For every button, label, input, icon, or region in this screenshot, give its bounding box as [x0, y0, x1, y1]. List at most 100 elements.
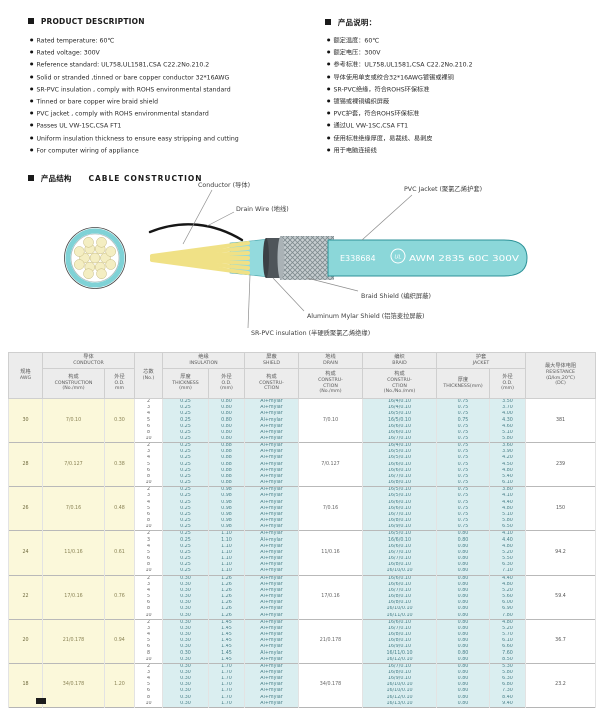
construction-title-en: CABLE CONSTRUCTION: [88, 174, 203, 183]
desc-cn-item: PVC护套，符合ROHS环保标准: [327, 108, 473, 120]
shield-construction-cell: Al+mylar: [244, 612, 299, 620]
shield-construction-cell: Al+mylar: [244, 587, 299, 594]
braid-construction-cell: 16/6/0.10: [362, 574, 437, 582]
mylar-shield-label: Aluminum Mylar Shield (铝箔麦拉屏蔽): [307, 311, 424, 320]
jacket-od-cell: 4.80: [488, 618, 527, 626]
col-header-jacket-thickness: 厚度 THICKNESS(mm): [436, 368, 490, 399]
shield-construction-cell: Al+mylar: [244, 638, 299, 645]
drain-construction-cell: 11/0.16: [298, 530, 363, 575]
insulation-od-cell: 1.26: [208, 612, 245, 620]
shield-construction-cell: Al+mylar: [244, 499, 299, 506]
awg-cell: 22: [8, 574, 43, 620]
cores-cell: 2: [134, 662, 163, 670]
insulation-thickness-cell: 0.30: [162, 662, 209, 670]
jacket-od-cell: 4.80: [488, 467, 527, 474]
jacket-od-cell: 5.70: [488, 631, 527, 639]
conductor-od-cell: 0.61: [104, 530, 135, 575]
conductor-label: Conductor (导体): [198, 180, 250, 189]
conductor-od-cell: 0.48: [104, 486, 135, 531]
braid-construction-cell: 16/13/0.10: [362, 700, 437, 708]
construction-title-cn: 产品结构: [40, 174, 72, 183]
cores-cell: 10: [134, 612, 163, 620]
product-description-title: PRODUCT DESCRIPTION: [40, 17, 145, 26]
shield-construction-cell: Al+mylar: [244, 411, 299, 418]
shield-construction-cell: Al+mylar: [244, 461, 299, 468]
jacket-print-awm-rating: AWM 2835 60C 300V: [409, 254, 520, 263]
col-header-ins-od: 外径 O.D. (mm): [208, 368, 245, 399]
awg-cell: 26: [8, 486, 43, 531]
shield-construction-cell: Al+mylar: [244, 644, 299, 651]
jacket-thickness-cell: 0.80: [436, 574, 490, 582]
insulation-thickness-cell: 0.25: [162, 398, 209, 406]
resistance-cell: 36.7: [525, 618, 597, 664]
conductor-od-cell: 0.38: [104, 442, 135, 487]
jacket-od-cell: 4.40: [488, 499, 527, 506]
jacket-od-cell: 6.00: [488, 600, 527, 607]
shield-construction-cell: Al+mylar: [244, 405, 299, 412]
insulation-thickness-cell: 0.25: [162, 486, 209, 494]
desc-cn-item: SR-PVC绝缘，符合ROHS环保标准: [327, 84, 473, 96]
jacket-thickness-cell: 0.75: [436, 480, 490, 487]
shield-construction-cell: Al+mylar: [244, 518, 299, 525]
ul-logo-text: UL: [394, 255, 401, 261]
jacket-thickness-cell: 0.80: [436, 662, 490, 670]
jacket-thickness-cell: 0.80: [436, 656, 490, 664]
insulation-thickness-cell: 0.25: [162, 436, 209, 443]
jacket-od-cell: 5.50: [488, 556, 527, 563]
shield-construction-cell: Al+mylar: [244, 694, 299, 701]
col-header-ins-thickness: 厚度 THICKNESS (mm): [162, 368, 209, 399]
braid-crosshatch: [280, 236, 334, 280]
shield-construction-cell: Al+mylar: [244, 662, 299, 670]
jacket-od-cell: 3.80: [488, 486, 527, 494]
jacket-od-cell: 6.80: [488, 682, 527, 689]
jacket-thickness-cell: 0.80: [436, 618, 490, 626]
shield-construction-cell: Al+mylar: [244, 700, 299, 708]
desc-cn-item: 镀锡或裸铜编织屏蔽: [327, 96, 473, 108]
jacket-thickness-cell: 0.80: [436, 568, 490, 575]
callout-lines: [182, 189, 413, 329]
insulation-thickness-cell: 0.30: [162, 574, 209, 582]
sr-pvc-insulation-label: SR-PVC insulation (半硬质聚氯乙烯绝缘): [251, 328, 370, 337]
shield-construction-cell: Al+mylar: [244, 436, 299, 443]
conductor-od-cell: 0.30: [104, 397, 135, 443]
shield-construction-cell: Al+mylar: [244, 581, 299, 588]
jacket-od-cell: 4.20: [488, 455, 527, 462]
jacket-od-cell: 8.50: [488, 656, 527, 664]
insulation-od-cell: 1.45: [208, 656, 245, 664]
product-description-cn-list: 额定温度：60℃ 额定电压：300V 参考标准：UL758,UL1581,CSA…: [327, 35, 473, 157]
insulation-thickness-cell: 0.25: [162, 524, 209, 531]
braid-construction-cell: 16/12/0.10: [362, 656, 437, 664]
drain-construction-cell: 7/0.127: [298, 442, 363, 487]
insulation-od-cell: 0.98: [208, 486, 245, 494]
shield-construction-cell: Al+mylar: [244, 429, 299, 437]
shield-construction-cell: Al+mylar: [244, 676, 299, 683]
jacket-od-cell: 6.50: [488, 524, 527, 531]
insulation-thickness-cell: 0.30: [162, 700, 209, 708]
mylar-cut-edge: [263, 238, 269, 278]
jacket-od-cell: 5.20: [488, 587, 527, 594]
insulation-thickness-cell: 0.25: [162, 442, 209, 450]
jacket-od-cell: 4.50: [488, 461, 527, 468]
